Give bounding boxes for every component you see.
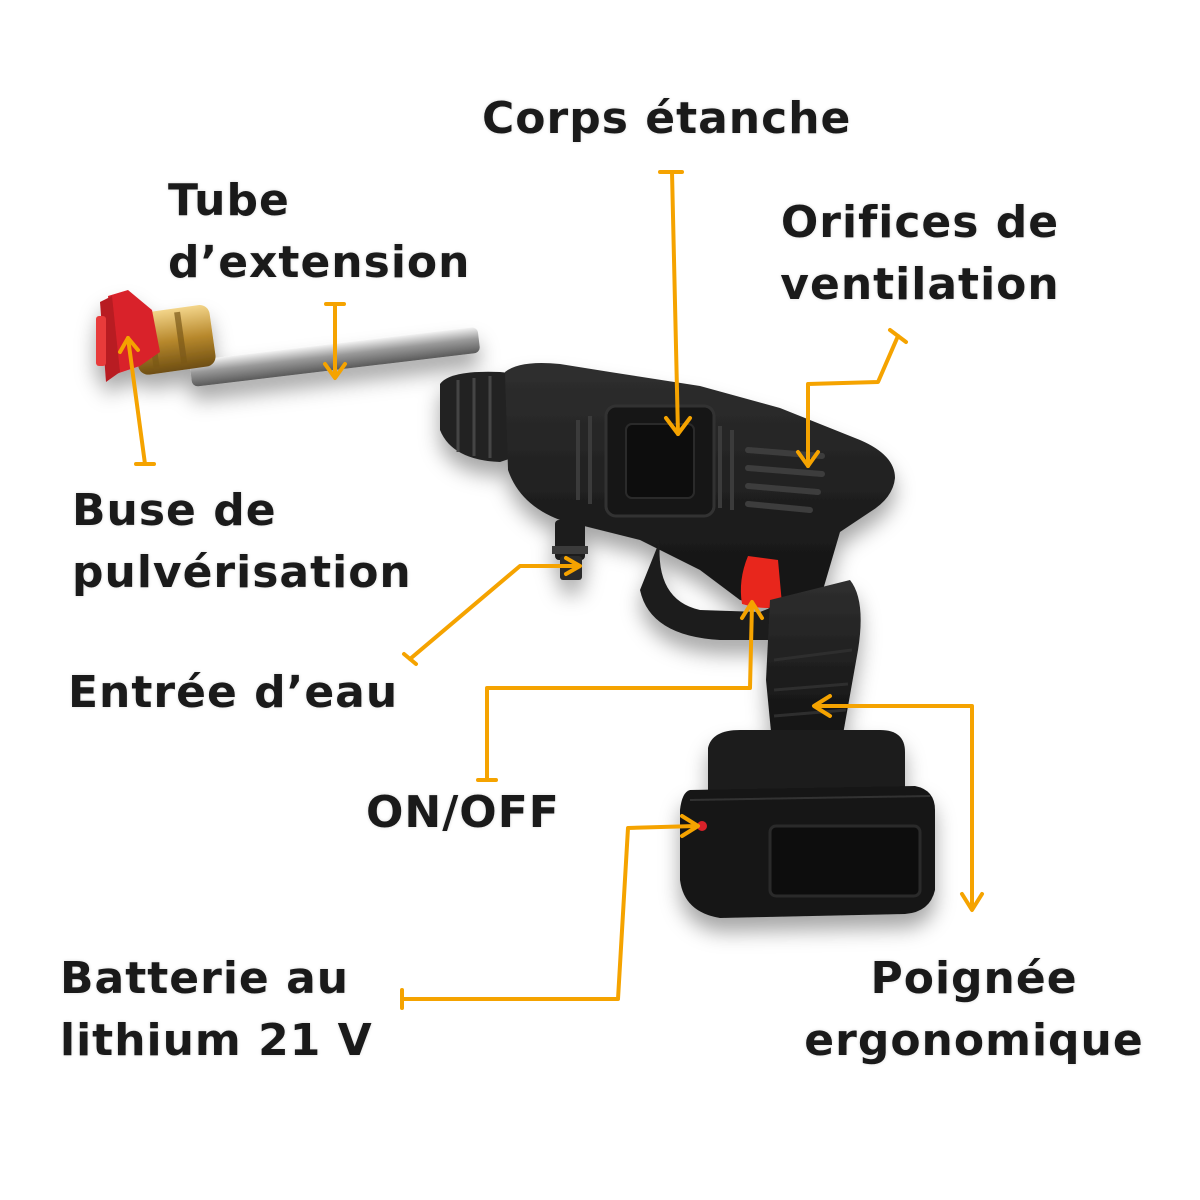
callout-entree: [402, 556, 582, 666]
callout-corps: [658, 170, 692, 436]
callout-tube: [323, 302, 347, 380]
label-orifices-ventilation: Orifices de ventilation: [780, 197, 1060, 310]
lithium-battery: [680, 730, 935, 918]
label-corps-etanche: Corps étanche: [482, 93, 852, 144]
callout-orifices: [796, 328, 908, 468]
ventilation-vents: [745, 447, 825, 513]
label-batterie-lithium: Batterie au lithium 21 V: [60, 953, 373, 1066]
callout-poignee: [812, 694, 984, 912]
label-on-off: ON/OFF: [366, 787, 560, 838]
label-tube-extension: Tube d’extension: [168, 175, 471, 288]
ergonomic-handle: [766, 580, 861, 742]
label-entree-eau: Entrée d’eau: [68, 667, 399, 718]
callout-onoff: [476, 600, 764, 782]
callout-lines: [118, 170, 984, 1010]
label-poignee-ergonomique: Poignée ergonomique: [804, 953, 1144, 1066]
callout-buse: [118, 336, 156, 466]
body-panel: [576, 404, 734, 518]
label-buse-pulverisation: Buse de pulvérisation: [72, 485, 412, 598]
trigger: [740, 556, 782, 608]
callout-batterie: [400, 814, 700, 1010]
